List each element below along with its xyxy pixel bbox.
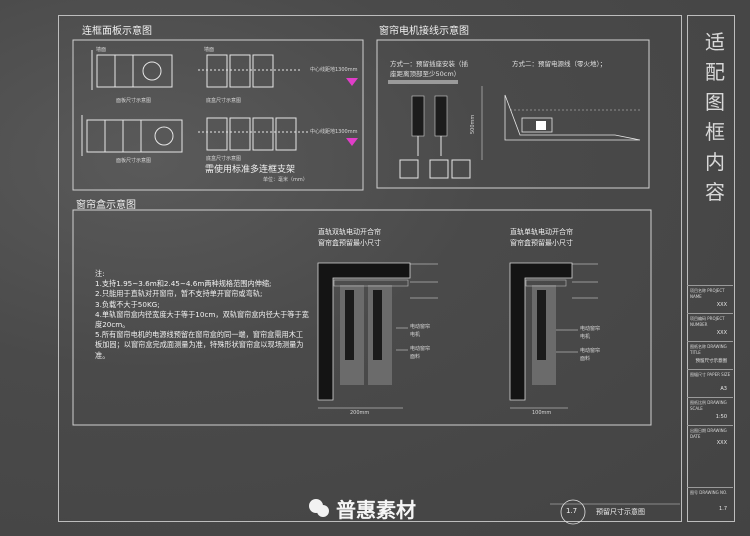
brand-watermark: 普惠素材	[336, 498, 416, 522]
box-drawing-1	[198, 54, 300, 88]
panel-size-label-2: 面板尺寸示意图	[116, 158, 152, 164]
tb-row-date: 出图日期 DRAWING DATE XXX	[687, 425, 733, 488]
centerline-label-1: 中心线距地1300mm	[310, 67, 358, 73]
panel-curtain-title: 窗帘盒示意图	[76, 200, 136, 211]
vertical-char-1: 适	[705, 30, 725, 54]
wiring-method-2-label: 方式二：预留电源线（零火地）；	[512, 60, 607, 68]
frame-panel-drawing-2	[81, 115, 183, 156]
curtain-box-single	[509, 262, 598, 409]
panel-frame-title: 连框面板示意图	[82, 26, 152, 37]
vertical-char-2: 配	[705, 60, 725, 84]
wiring-method-2	[504, 94, 641, 141]
tb-row-scale: 图纸比例 DRAWING SCALE 1:50	[687, 397, 733, 426]
box-drawing-2	[198, 117, 310, 151]
single-motor-label-2: 电机	[580, 334, 591, 340]
note-line-3: 3.负载不大于50KG;	[95, 299, 160, 309]
wiring-dim-label: 500mm	[470, 114, 476, 134]
tb-row-project: 项目名称 PROJECT NAME XXX	[687, 285, 733, 314]
double-curtain-title: 直轨双轨电动开合帘	[318, 228, 381, 236]
sheet-number-circle	[560, 499, 586, 525]
sheet-name: 预留尺寸示意图	[596, 508, 645, 516]
double-motor-label-2: 电机	[410, 332, 421, 338]
single-width-label: 100mm	[532, 410, 552, 416]
single-curtain-title: 直轨单轨电动开合帘	[510, 228, 573, 236]
note-line-7: 板加固；以窗帘盒完成面测量为准，特殊形状窗帘盒以现场测量为	[95, 340, 304, 350]
single-curtain-subtitle: 窗帘盒预留最小尺寸	[510, 239, 573, 247]
bracket-note: 需使用标准多连框支架	[205, 165, 296, 175]
notes-block: 注: 1.支持1.95~3.6m和2.45~4.6m两种规格范围内伸缩; 2.只…	[95, 269, 325, 361]
vertical-char-3: 图	[705, 90, 725, 114]
unit-label: 单位：毫米（mm）	[263, 177, 308, 183]
panel-curtain-box	[72, 209, 652, 426]
note-line-4: 4.单轨窗帘盒内径宽度大于等于10cm，双轨窗帘盒内径大于等于宽	[95, 309, 309, 319]
marker-triangle-2	[346, 138, 358, 146]
panel-wiring-box	[376, 39, 650, 189]
double-fabric-label-2: 面料	[410, 354, 421, 360]
double-width-label: 200mm	[350, 410, 370, 416]
single-fabric-label-1: 电动窗帘	[580, 348, 601, 354]
notes-head: 注:	[95, 269, 105, 278]
panel-wiring-title: 窗帘电机接线示意图	[379, 26, 469, 37]
double-fabric-label-1: 电动窗帘	[410, 346, 431, 352]
centerline-label-2: 中心线距地1300mm	[310, 129, 358, 135]
panel-size-label-1: 面板尺寸示意图	[116, 98, 152, 104]
sheet-number: 1.7	[566, 507, 578, 515]
wall-label-1: 墙面	[96, 47, 107, 53]
wall-label-2: 墙面	[204, 47, 215, 53]
tb-row-size: 图幅尺寸 PAPER SIZE A3	[687, 369, 733, 398]
double-curtain-subtitle: 窗帘盒预留最小尺寸	[318, 239, 381, 247]
vertical-char-5: 内	[705, 150, 725, 174]
wiring-method-1	[388, 80, 483, 179]
title-block	[687, 15, 735, 522]
tb-row-number: 项目编码 PROJECT NUMBER XXX	[687, 313, 733, 342]
box-size-label-1: 底盒尺寸示意图	[206, 98, 242, 104]
note-line-8: 准。	[95, 350, 110, 360]
double-motor-label-1: 电动窗帘	[410, 324, 431, 330]
note-line-1: 1.支持1.95~3.6m和2.45~4.6m两种规格范围内伸缩;	[95, 279, 272, 289]
vertical-char-6: 容	[705, 180, 725, 204]
drawing-frame	[58, 15, 682, 522]
box-size-label-2: 底盒尺寸示意图	[206, 156, 242, 162]
note-line-2: 2.只能用于直轨对开窗帘，暂不支持单开窗帘或弯轨;	[95, 289, 263, 299]
tb-row-drawing-no: 图号 DRAWING NO. 1.7	[687, 487, 733, 521]
note-line-6: 5.所有窗帘电机的电源线预留在窗帘盒的同一端，窗帘盒需用木工	[95, 330, 304, 340]
marker-triangle-1	[346, 78, 358, 86]
panel-frame-box	[72, 39, 364, 191]
note-line-5: 度20cm。	[95, 320, 130, 330]
single-fabric-label-2: 面料	[580, 356, 591, 362]
wiring-method-1-sublabel: 座距离顶部至少50cm）	[390, 70, 461, 78]
vertical-char-4: 框	[705, 120, 725, 144]
tb-row-title: 图纸名称 DRAWING TITLE 预留尺寸示意图	[687, 341, 733, 370]
single-motor-label-1: 电动窗帘	[580, 326, 601, 332]
frame-panel-drawing-1	[91, 50, 173, 90]
wiring-method-1-label: 方式一：预留插座安装（插	[390, 60, 468, 68]
curtain-box-double	[317, 262, 438, 409]
